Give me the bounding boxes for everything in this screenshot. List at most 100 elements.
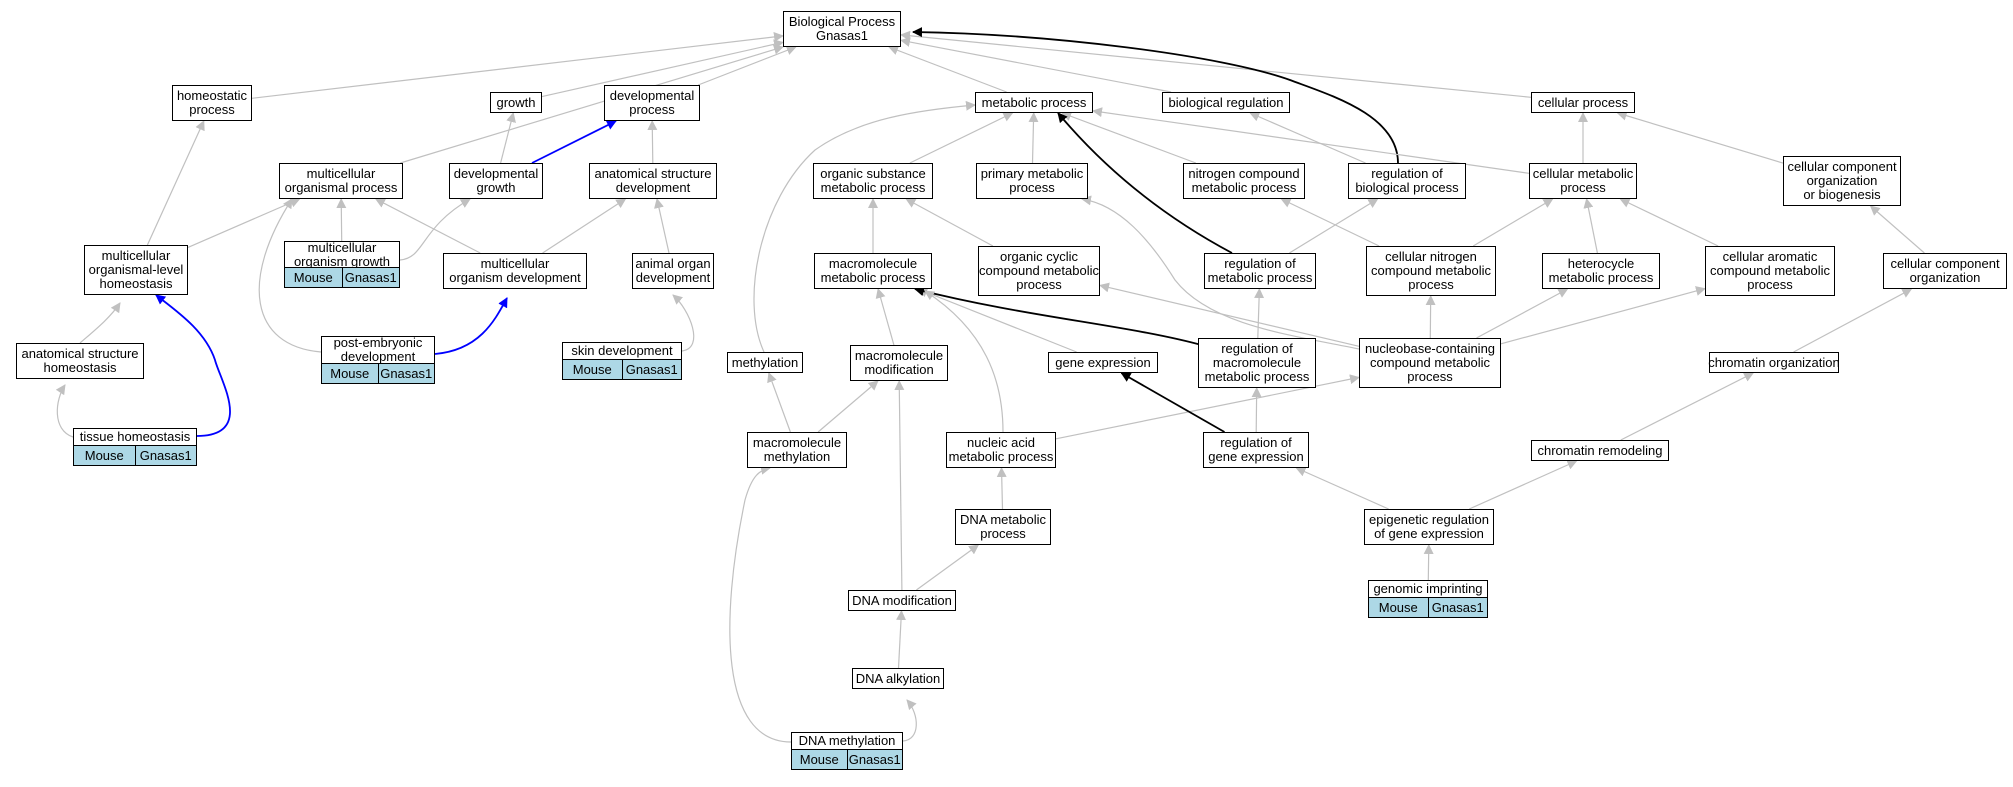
go-term-label-line: development — [635, 270, 711, 285]
edge-dnamet-to-nucleic — [996, 467, 1007, 510]
edge-cncm-to-nitrogen — [1280, 198, 1380, 247]
go-term-label-line: metabolic process — [948, 449, 1054, 464]
edge-primary-to-metabolic — [1028, 112, 1039, 164]
go-term-label-line: nitrogen compound — [1188, 166, 1300, 181]
edge-postemb-to-multiproc — [258, 198, 322, 353]
go-term-label-line: organismal-level — [88, 262, 184, 277]
annotation-gene-cell: Gnasas1 — [341, 268, 400, 287]
go-term-label-line: process — [1407, 369, 1453, 384]
edge-ccob-to-cellproc — [1616, 110, 1784, 164]
edge-mohomeo-to-multiproc — [187, 197, 301, 248]
go-term-label-line: homeostasis — [43, 360, 117, 375]
go-term-label-line: anatomical structure — [21, 346, 139, 361]
go-term-label-line: of gene expression — [1374, 526, 1484, 541]
edge-postemb-to-modev — [434, 297, 508, 355]
go-term-label-line: process — [189, 102, 235, 117]
go-term-label-line: Biological Process — [788, 14, 896, 29]
go-term-label-line: homeostasis — [99, 276, 173, 291]
go-term-label-line: macromolecule — [1212, 355, 1302, 370]
edge-mohomeo-to-homeostatic — [146, 120, 205, 246]
go-term-label-line: skin development — [571, 343, 673, 358]
annotation-gene-cell: Gnasas1 — [846, 750, 903, 769]
edge-nucleic-to-macromet — [924, 290, 1004, 433]
go-term-label-line: macromolecule — [854, 348, 944, 363]
edge-ccorg-to-ccob — [1869, 205, 1925, 254]
go-term-label-line: biological regulation — [1168, 94, 1284, 110]
go-term-label-line: Gnasas1 — [815, 28, 869, 43]
edge-regbio-to-root — [912, 27, 1399, 164]
go-term-label-line: tissue homeostasis — [79, 429, 191, 444]
go-term-label-line: compound metabolic — [1371, 263, 1491, 278]
go-term-label-line: metabolic process — [1548, 270, 1654, 285]
edge-tissue-to-ashomeo — [55, 384, 74, 438]
edge-dnamethyl-to-dnaalk — [902, 699, 917, 742]
annotation-species-cell: Mouse — [1378, 600, 1418, 615]
go-term-label-line: or biogenesis — [1803, 187, 1881, 202]
go-term-label-line: regulation of — [1220, 435, 1292, 450]
go-term-label-line: growth — [496, 94, 536, 110]
go-term-chromrem: chromatin remodeling — [1531, 440, 1669, 461]
go-term-cellproc: cellular process — [1531, 92, 1635, 113]
go-term-label-line: genomic imprinting — [1373, 581, 1483, 596]
edge-tissue-to-mohomeo — [155, 294, 231, 437]
go-term-label-line: organization — [1806, 173, 1878, 188]
edge-hetero-to-cellmet — [1583, 198, 1598, 254]
edge-cncm-to-cellmet — [1472, 198, 1554, 247]
edge-nbcm-to-hetero — [1476, 288, 1569, 339]
go-term-label-line: process — [980, 526, 1026, 541]
go-term-label-line: regulation of — [1224, 256, 1296, 271]
go-term-label-line: macromolecule — [828, 256, 918, 271]
edge-chromorg-to-ccorg — [1793, 288, 1913, 353]
go-term-label-line: growth — [476, 180, 516, 195]
go-term-label-line: process — [1408, 277, 1454, 292]
go-term-label-line: metabolic process — [1207, 270, 1313, 285]
go-term-label-line: process — [1747, 277, 1793, 292]
go-term-label-line: organic substance — [820, 166, 926, 181]
go-term-label-line: animal organ — [635, 256, 711, 271]
go-term-label-line: metabolic process — [820, 180, 926, 195]
go-term-label-line: organism growth — [293, 253, 391, 269]
edge-nitrogen-to-metabolic — [1061, 111, 1197, 164]
go-term-label-line: DNA modification — [852, 592, 952, 608]
go-term-label-line: process — [1560, 180, 1606, 195]
go-term-label-line: nucleobase-containing — [1364, 341, 1496, 356]
go-term-label-line: methylation — [731, 354, 799, 370]
edge-asdev-to-devproc — [647, 120, 658, 164]
go-term-label-line: compound metabolic — [1710, 263, 1830, 278]
edge-dnaalk-to-dnamod — [896, 610, 907, 669]
edge-dnamod-to-dnamet — [916, 544, 980, 591]
go-term-label-line: chromatin remodeling — [1537, 442, 1663, 458]
go-term-label-line: regulation of — [1371, 166, 1443, 181]
go-term-label-line: development — [340, 349, 416, 364]
edge-methylation-to-metabolic — [753, 100, 976, 353]
edge-orgsub-to-metabolic — [909, 112, 1014, 164]
edge-dnamethyl-to-macromethyl — [729, 464, 792, 743]
go-term-label-line: DNA metabolic — [960, 512, 1046, 527]
go-term-geneexpr: gene expression — [1048, 352, 1158, 373]
edge-cellmet-to-metabolic — [1092, 107, 1530, 174]
edge-chromrem-to-chromorg — [1620, 372, 1755, 441]
go-term-tissue: tissue homeostasis — [73, 428, 197, 446]
go-term-label-line: organismal process — [284, 180, 398, 195]
go-term-label-line: developmental — [609, 88, 695, 103]
go-term-label-line: biological process — [1355, 180, 1459, 195]
annotation-species-cell: Mouse — [572, 362, 612, 377]
go-term-label-line: metabolic process — [981, 94, 1087, 110]
edge-homeostatic-to-root — [251, 31, 784, 99]
annotation-row: Mouse Gnasas1 — [562, 359, 682, 380]
annotation-gene-cell: Gnasas1 — [621, 360, 682, 379]
